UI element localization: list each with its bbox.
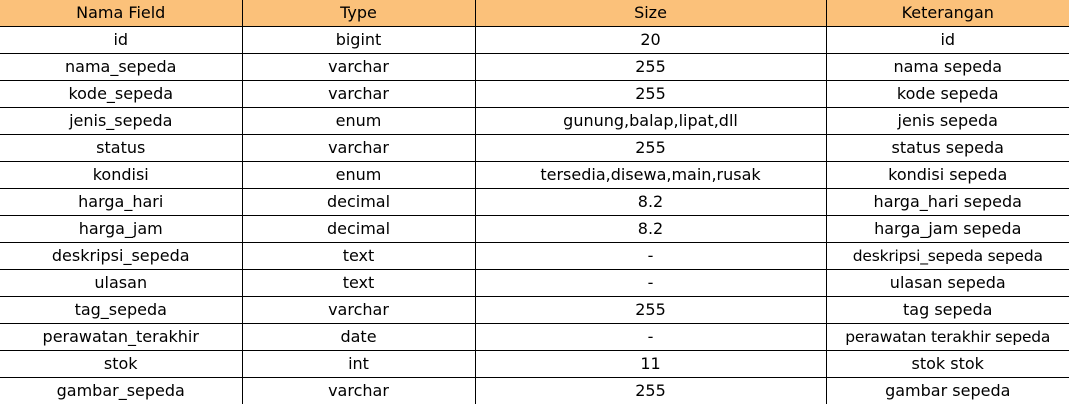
cell-keterangan: harga_hari sepeda xyxy=(826,189,1069,216)
cell-size: 255 xyxy=(475,297,826,324)
cell-size: 8.2 xyxy=(475,216,826,243)
cell-size: 255 xyxy=(475,54,826,81)
table-row: tag_sepeda varchar 255 tag sepeda xyxy=(0,297,1069,324)
cell-field: harga_jam xyxy=(0,216,242,243)
cell-type: decimal xyxy=(242,189,475,216)
table-row: status varchar 255 status sepeda xyxy=(0,135,1069,162)
cell-keterangan: id xyxy=(826,27,1069,54)
table-row: ulasan text - ulasan sepeda xyxy=(0,270,1069,297)
cell-type: bigint xyxy=(242,27,475,54)
cell-type: date xyxy=(242,324,475,351)
cell-type: varchar xyxy=(242,54,475,81)
cell-type: int xyxy=(242,351,475,378)
cell-keterangan: kode sepeda xyxy=(826,81,1069,108)
header-size: Size xyxy=(475,0,826,27)
table-row: harga_hari decimal 8.2 harga_hari sepeda xyxy=(0,189,1069,216)
cell-size: - xyxy=(475,270,826,297)
cell-field: perawatan_terakhir xyxy=(0,324,242,351)
table-row: nama_sepeda varchar 255 nama sepeda xyxy=(0,54,1069,81)
cell-field: deskripsi_sepeda xyxy=(0,243,242,270)
table-body: id bigint 20 id nama_sepeda varchar 255 … xyxy=(0,27,1069,404)
cell-type: text xyxy=(242,270,475,297)
cell-type: text xyxy=(242,243,475,270)
cell-field: kode_sepeda xyxy=(0,81,242,108)
cell-type: varchar xyxy=(242,135,475,162)
cell-size: 8.2 xyxy=(475,189,826,216)
cell-keterangan: deskripsi_sepeda sepeda xyxy=(826,243,1069,270)
header-type: Type xyxy=(242,0,475,27)
cell-size: - xyxy=(475,243,826,270)
header-nama-field: Nama Field xyxy=(0,0,242,27)
cell-type: enum xyxy=(242,108,475,135)
cell-type: decimal xyxy=(242,216,475,243)
cell-keterangan: nama sepeda xyxy=(826,54,1069,81)
cell-size: 255 xyxy=(475,378,826,404)
cell-type: enum xyxy=(242,162,475,189)
table-row: id bigint 20 id xyxy=(0,27,1069,54)
cell-size: 11 xyxy=(475,351,826,378)
cell-field: harga_hari xyxy=(0,189,242,216)
cell-keterangan: ulasan sepeda xyxy=(826,270,1069,297)
cell-field: stok xyxy=(0,351,242,378)
table-row: perawatan_terakhir date - perawatan tera… xyxy=(0,324,1069,351)
table-row: deskripsi_sepeda text - deskripsi_sepeda… xyxy=(0,243,1069,270)
table-row: harga_jam decimal 8.2 harga_jam sepeda xyxy=(0,216,1069,243)
table-row: jenis_sepeda enum gunung,balap,lipat,dll… xyxy=(0,108,1069,135)
cell-size: gunung,balap,lipat,dll xyxy=(475,108,826,135)
cell-keterangan: kondisi sepeda xyxy=(826,162,1069,189)
cell-field: kondisi xyxy=(0,162,242,189)
cell-size: - xyxy=(475,324,826,351)
table-header: Nama Field Type Size Keterangan xyxy=(0,0,1069,27)
cell-field: id xyxy=(0,27,242,54)
cell-field: ulasan xyxy=(0,270,242,297)
cell-keterangan: perawatan terakhir sepeda xyxy=(826,324,1069,351)
table-row: gambar_sepeda varchar 255 gambar sepeda xyxy=(0,378,1069,404)
cell-keterangan: tag sepeda xyxy=(826,297,1069,324)
cell-keterangan: jenis sepeda xyxy=(826,108,1069,135)
cell-type: varchar xyxy=(242,81,475,108)
cell-field: status xyxy=(0,135,242,162)
cell-size: 255 xyxy=(475,135,826,162)
cell-size: tersedia,disewa,main,rusak xyxy=(475,162,826,189)
cell-keterangan: status sepeda xyxy=(826,135,1069,162)
cell-type: varchar xyxy=(242,297,475,324)
header-row: Nama Field Type Size Keterangan xyxy=(0,0,1069,27)
cell-keterangan: gambar sepeda xyxy=(826,378,1069,404)
cell-field: tag_sepeda xyxy=(0,297,242,324)
cell-size: 20 xyxy=(475,27,826,54)
header-keterangan: Keterangan xyxy=(826,0,1069,27)
cell-size: 255 xyxy=(475,81,826,108)
table-row: kode_sepeda varchar 255 kode sepeda xyxy=(0,81,1069,108)
cell-field: gambar_sepeda xyxy=(0,378,242,404)
table-row: stok int 11 stok stok xyxy=(0,351,1069,378)
table-row: kondisi enum tersedia,disewa,main,rusak … xyxy=(0,162,1069,189)
cell-keterangan: stok stok xyxy=(826,351,1069,378)
cell-field: nama_sepeda xyxy=(0,54,242,81)
cell-keterangan: harga_jam sepeda xyxy=(826,216,1069,243)
cell-type: varchar xyxy=(242,378,475,404)
cell-field: jenis_sepeda xyxy=(0,108,242,135)
